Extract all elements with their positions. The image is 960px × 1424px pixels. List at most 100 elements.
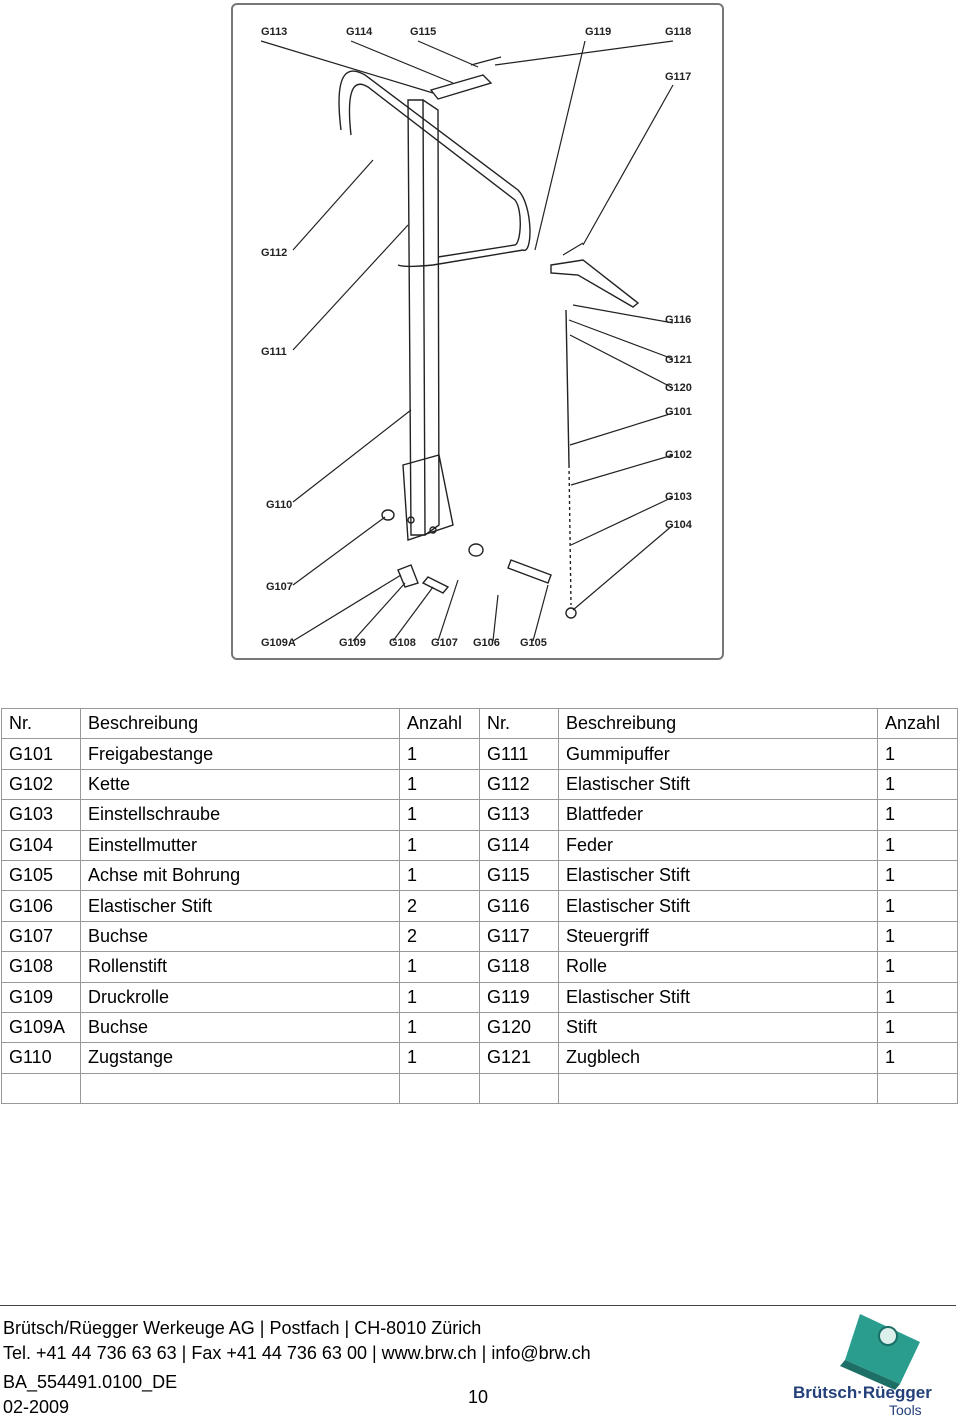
handle-inner [348,83,521,258]
table-cell: G107 [1,920,81,953]
label-g114: G114 [346,26,373,38]
table-cell: 2 [399,920,480,953]
company-address: Brütsch/Rüegger Werkeuge AG | Postfach |… [3,1318,482,1338]
lever-pin [562,242,584,256]
spring-pin [470,56,502,66]
table-cell: 1 [877,1042,958,1074]
label-g103: G103 [665,491,692,503]
table-cell: Freigabestange [80,738,400,770]
table-header-cell: Anzahl [399,707,480,740]
table-header-cell: Nr. [1,707,81,740]
table-cell: 1 [877,951,958,983]
table-cell: G108 [1,951,81,983]
brw-logo-icon [840,1314,920,1390]
table-cell: Elastischer Stift [558,890,878,922]
label-g118: G118 [665,26,691,38]
bracket-hole [407,516,415,524]
bushing-g107 [381,509,395,521]
table-cell: Buchse [80,1011,400,1044]
label-g115: G115 [410,26,436,38]
table-cell: G117 [479,920,559,953]
table-cell: Einstellschraube [80,799,400,831]
table-cell: Steuergriff [558,920,878,953]
label-g101: G101 [665,406,692,418]
handle-loop [338,70,531,268]
table-cell: G103 [1,799,81,831]
label-g104: G104 [665,519,693,531]
table-cell: G109 [1,981,81,1013]
table-cell: G112 [479,768,559,801]
table-cell: Druckrolle [80,981,400,1013]
table-cell: 1 [399,738,480,770]
table-cell: 1 [877,890,958,922]
table-cell: Stift [558,1011,878,1044]
table-cell: Elastischer Stift [80,890,400,922]
draw-bar [407,99,426,536]
label-g107: G107 [266,581,293,593]
axle-g105 [507,559,552,584]
table-cell: 1 [877,799,958,831]
table-cell: 1 [399,1042,480,1074]
table-cell: Rollenstift [80,951,400,983]
label-g112: G112 [261,247,287,259]
table-cell: Rolle [558,951,878,983]
table-cell: Blattfeder [558,799,878,831]
table-cell: G104 [1,829,81,861]
label-g109a: G109A [261,637,296,649]
table-cell: 1 [399,829,480,861]
table-cell [1,1072,81,1105]
table-cell: G116 [479,890,559,922]
table-cell: G109A [1,1011,81,1044]
table-cell: G111 [479,738,559,770]
label-g107b: G107 [431,637,458,649]
table-cell: G114 [479,829,559,861]
control-lever [550,259,640,308]
document-date: 02-2009 [3,1397,70,1417]
table-cell: Elastischer Stift [558,768,878,801]
adjusting-nut [565,607,577,619]
table-cell: G102 [1,768,81,801]
table-header-cell: Nr. [479,707,559,740]
table-cell: 1 [877,920,958,953]
label-g105: G105 [520,637,547,649]
diagram-drawing: G113 G114 G115 G119 G118 G117 G112 G111 … [260,26,693,649]
table-cell: G105 [1,859,81,892]
table-cell: G121 [479,1042,559,1074]
table-cell: 1 [877,829,958,861]
table-cell: Kette [80,768,400,801]
table-cell: 1 [399,768,480,801]
table-cell: G113 [479,799,559,831]
leaf-spring [429,74,493,100]
logo-brand-text: Brütsch·Rüegger [793,1383,932,1402]
table-cell: 2 [399,890,480,922]
table-cell: Gummipuffer [558,738,878,770]
exploded-parts-diagram: G113 G114 G115 G119 G118 G117 G112 G111 … [231,3,724,660]
table-cell: Feder [558,829,878,861]
label-g121: G121 [665,354,692,366]
table-cell [399,1072,480,1105]
table-cell: Elastischer Stift [558,981,878,1013]
draw-bar-side [422,99,440,536]
table-cell: G115 [479,859,559,892]
table-cell: Elastischer Stift [558,859,878,892]
table-cell: 1 [877,768,958,801]
table-cell: G118 [479,951,559,983]
table-header-cell: Beschreibung [558,707,878,740]
table-cell: 1 [399,981,480,1013]
label-g117: G117 [665,71,691,83]
roller-pin [421,576,450,594]
table-cell: 1 [877,738,958,770]
bottom-bracket [402,454,454,541]
label-g111: G111 [261,346,287,358]
table-cell: G119 [479,981,559,1013]
table-cell: 1 [877,1011,958,1044]
